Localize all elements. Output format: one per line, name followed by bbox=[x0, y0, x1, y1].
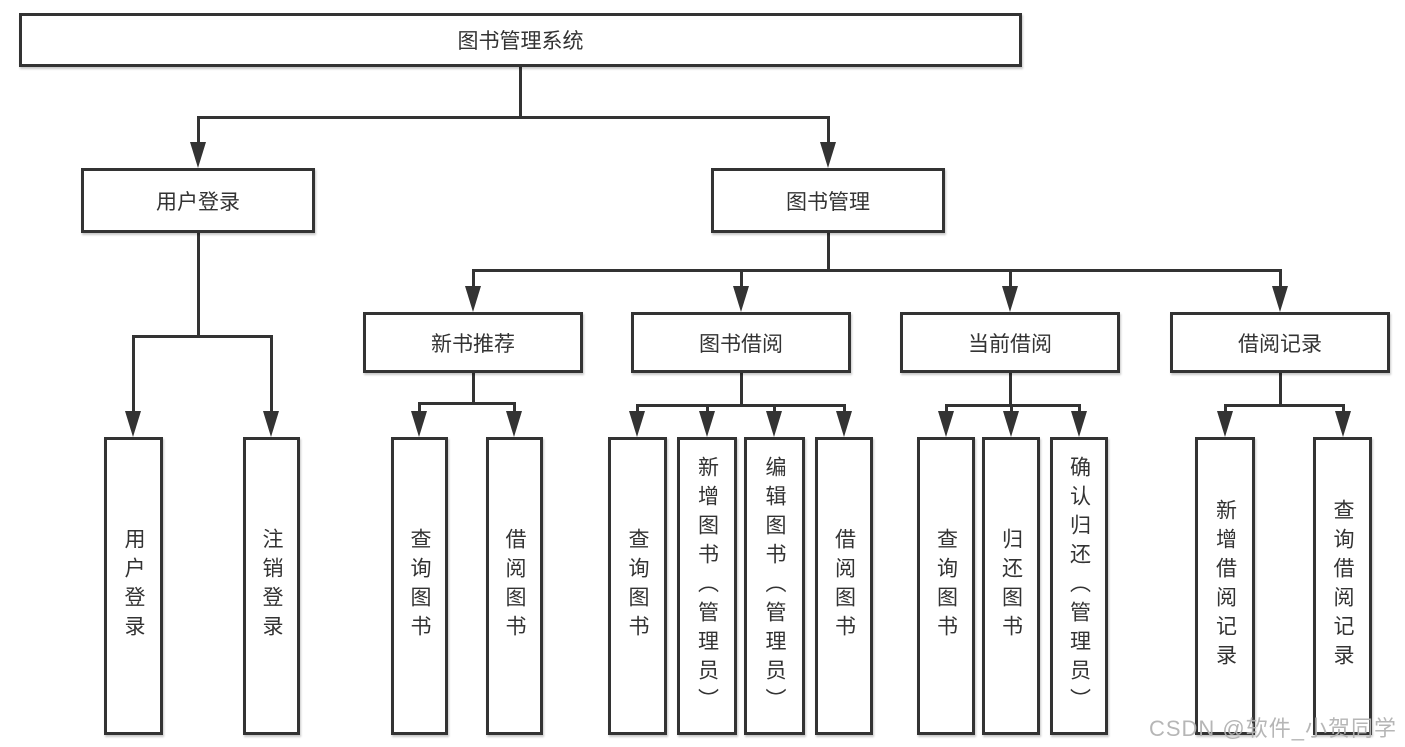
connector-line bbox=[740, 269, 743, 290]
connector-line bbox=[1279, 269, 1282, 290]
arrowhead-down-icon bbox=[766, 411, 782, 437]
node-bb-edit: 编辑图书（管理员） bbox=[744, 437, 805, 735]
arrowhead-down-icon bbox=[465, 286, 481, 312]
arrowhead-down-icon bbox=[190, 142, 206, 168]
connector-line bbox=[1009, 269, 1012, 290]
node-br-query-label: 查询借阅记录 bbox=[1331, 499, 1354, 673]
arrowhead-down-icon bbox=[820, 142, 836, 168]
connector-line bbox=[740, 373, 743, 406]
node-ul-logout-label: 注销登录 bbox=[260, 528, 283, 644]
node-bb-add-label: 新增图书（管理员） bbox=[695, 455, 719, 717]
node-bb-edit-label: 编辑图书（管理员） bbox=[763, 455, 786, 717]
node-user-login: 用户登录 bbox=[81, 168, 315, 233]
node-current-borrow: 当前借阅 bbox=[900, 312, 1120, 373]
connector-line bbox=[197, 116, 200, 150]
arrowhead-down-icon bbox=[699, 411, 715, 437]
connector-line bbox=[513, 402, 516, 415]
connector-line bbox=[1010, 404, 1013, 415]
arrowhead-down-icon bbox=[938, 411, 954, 437]
node-new-book-recommend: 新书推荐 bbox=[363, 312, 583, 373]
node-cb-return: 归还图书 bbox=[982, 437, 1040, 735]
arrowhead-down-icon bbox=[1272, 286, 1288, 312]
connector-line bbox=[827, 116, 830, 150]
arrowhead-down-icon bbox=[1335, 411, 1351, 437]
connector-line bbox=[706, 404, 709, 415]
connector-line bbox=[773, 404, 776, 415]
node-new-book-recommend-label: 新书推荐 bbox=[431, 332, 515, 356]
node-br-add-label: 新增借阅记录 bbox=[1213, 499, 1237, 673]
connector-line bbox=[472, 269, 475, 290]
node-bb-query-label: 查询图书 bbox=[626, 528, 649, 644]
connector-line bbox=[636, 404, 846, 407]
node-ul-login: 用户登录 bbox=[104, 437, 163, 735]
arrowhead-down-icon bbox=[1003, 411, 1019, 437]
connector-line bbox=[1224, 404, 1227, 415]
arrowhead-down-icon bbox=[1217, 411, 1233, 437]
node-book-management: 图书管理 bbox=[711, 168, 945, 233]
connector-line bbox=[132, 335, 135, 415]
arrowhead-down-icon bbox=[1002, 286, 1018, 312]
node-user-login-label: 用户登录 bbox=[156, 190, 240, 214]
node-book-borrow: 图书借阅 bbox=[631, 312, 851, 373]
connector-line bbox=[945, 404, 1081, 407]
node-nb-borrow: 借阅图书 bbox=[486, 437, 543, 735]
connector-line bbox=[197, 116, 830, 119]
node-book-borrow-label: 图书借阅 bbox=[699, 332, 783, 356]
connector-line bbox=[827, 233, 830, 272]
node-current-borrow-label: 当前借阅 bbox=[968, 332, 1052, 356]
node-cb-query-label: 查询图书 bbox=[934, 528, 958, 644]
connector-line bbox=[472, 269, 1282, 272]
node-br-query: 查询借阅记录 bbox=[1313, 437, 1372, 735]
watermark: CSDN @软件_小贺同学 bbox=[1148, 716, 1397, 741]
arrowhead-down-icon bbox=[1071, 411, 1087, 437]
arrowhead-down-icon bbox=[263, 411, 279, 437]
arrowhead-down-icon bbox=[629, 411, 645, 437]
connector-line bbox=[945, 404, 948, 415]
connector-line bbox=[519, 67, 522, 118]
node-cb-return-label: 归还图书 bbox=[999, 528, 1023, 644]
connector-line bbox=[197, 233, 200, 337]
connector-line bbox=[270, 335, 273, 415]
connector-line bbox=[636, 404, 639, 415]
node-root: 图书管理系统 bbox=[19, 13, 1022, 67]
arrowhead-down-icon bbox=[506, 411, 522, 437]
connector-line bbox=[418, 402, 516, 405]
node-bb-borrow-label: 借阅图书 bbox=[832, 528, 856, 644]
connector-line bbox=[843, 404, 846, 415]
node-root-label: 图书管理系统 bbox=[457, 30, 584, 53]
connector-line bbox=[1224, 404, 1345, 407]
node-ul-logout: 注销登录 bbox=[243, 437, 300, 735]
node-borrow-record: 借阅记录 bbox=[1170, 312, 1390, 373]
node-book-management-label: 图书管理 bbox=[786, 190, 870, 214]
connector-line bbox=[132, 335, 273, 338]
node-cb-query: 查询图书 bbox=[917, 437, 975, 735]
arrowhead-down-icon bbox=[733, 286, 749, 312]
connector-line bbox=[1342, 404, 1345, 415]
arrowhead-down-icon bbox=[836, 411, 852, 437]
connector-line bbox=[1279, 373, 1282, 406]
node-br-add: 新增借阅记录 bbox=[1195, 437, 1255, 735]
connector-line bbox=[1078, 404, 1081, 415]
node-nb-query-label: 查询图书 bbox=[408, 528, 431, 644]
node-cb-confirm: 确认归还（管理员） bbox=[1050, 437, 1108, 735]
node-cb-confirm-label: 确认归还（管理员） bbox=[1067, 455, 1091, 717]
node-borrow-record-label: 借阅记录 bbox=[1238, 332, 1322, 356]
node-bb-add: 新增图书（管理员） bbox=[677, 437, 737, 735]
connector-line bbox=[472, 373, 475, 404]
node-nb-borrow-label: 借阅图书 bbox=[503, 528, 526, 644]
node-nb-query: 查询图书 bbox=[391, 437, 448, 735]
connector-line bbox=[1009, 373, 1012, 406]
arrowhead-down-icon bbox=[125, 411, 141, 437]
arrowhead-down-icon bbox=[411, 411, 427, 437]
node-ul-login-label: 用户登录 bbox=[122, 528, 145, 644]
connector-line bbox=[418, 402, 421, 415]
node-bb-query: 查询图书 bbox=[608, 437, 667, 735]
node-bb-borrow: 借阅图书 bbox=[815, 437, 873, 735]
